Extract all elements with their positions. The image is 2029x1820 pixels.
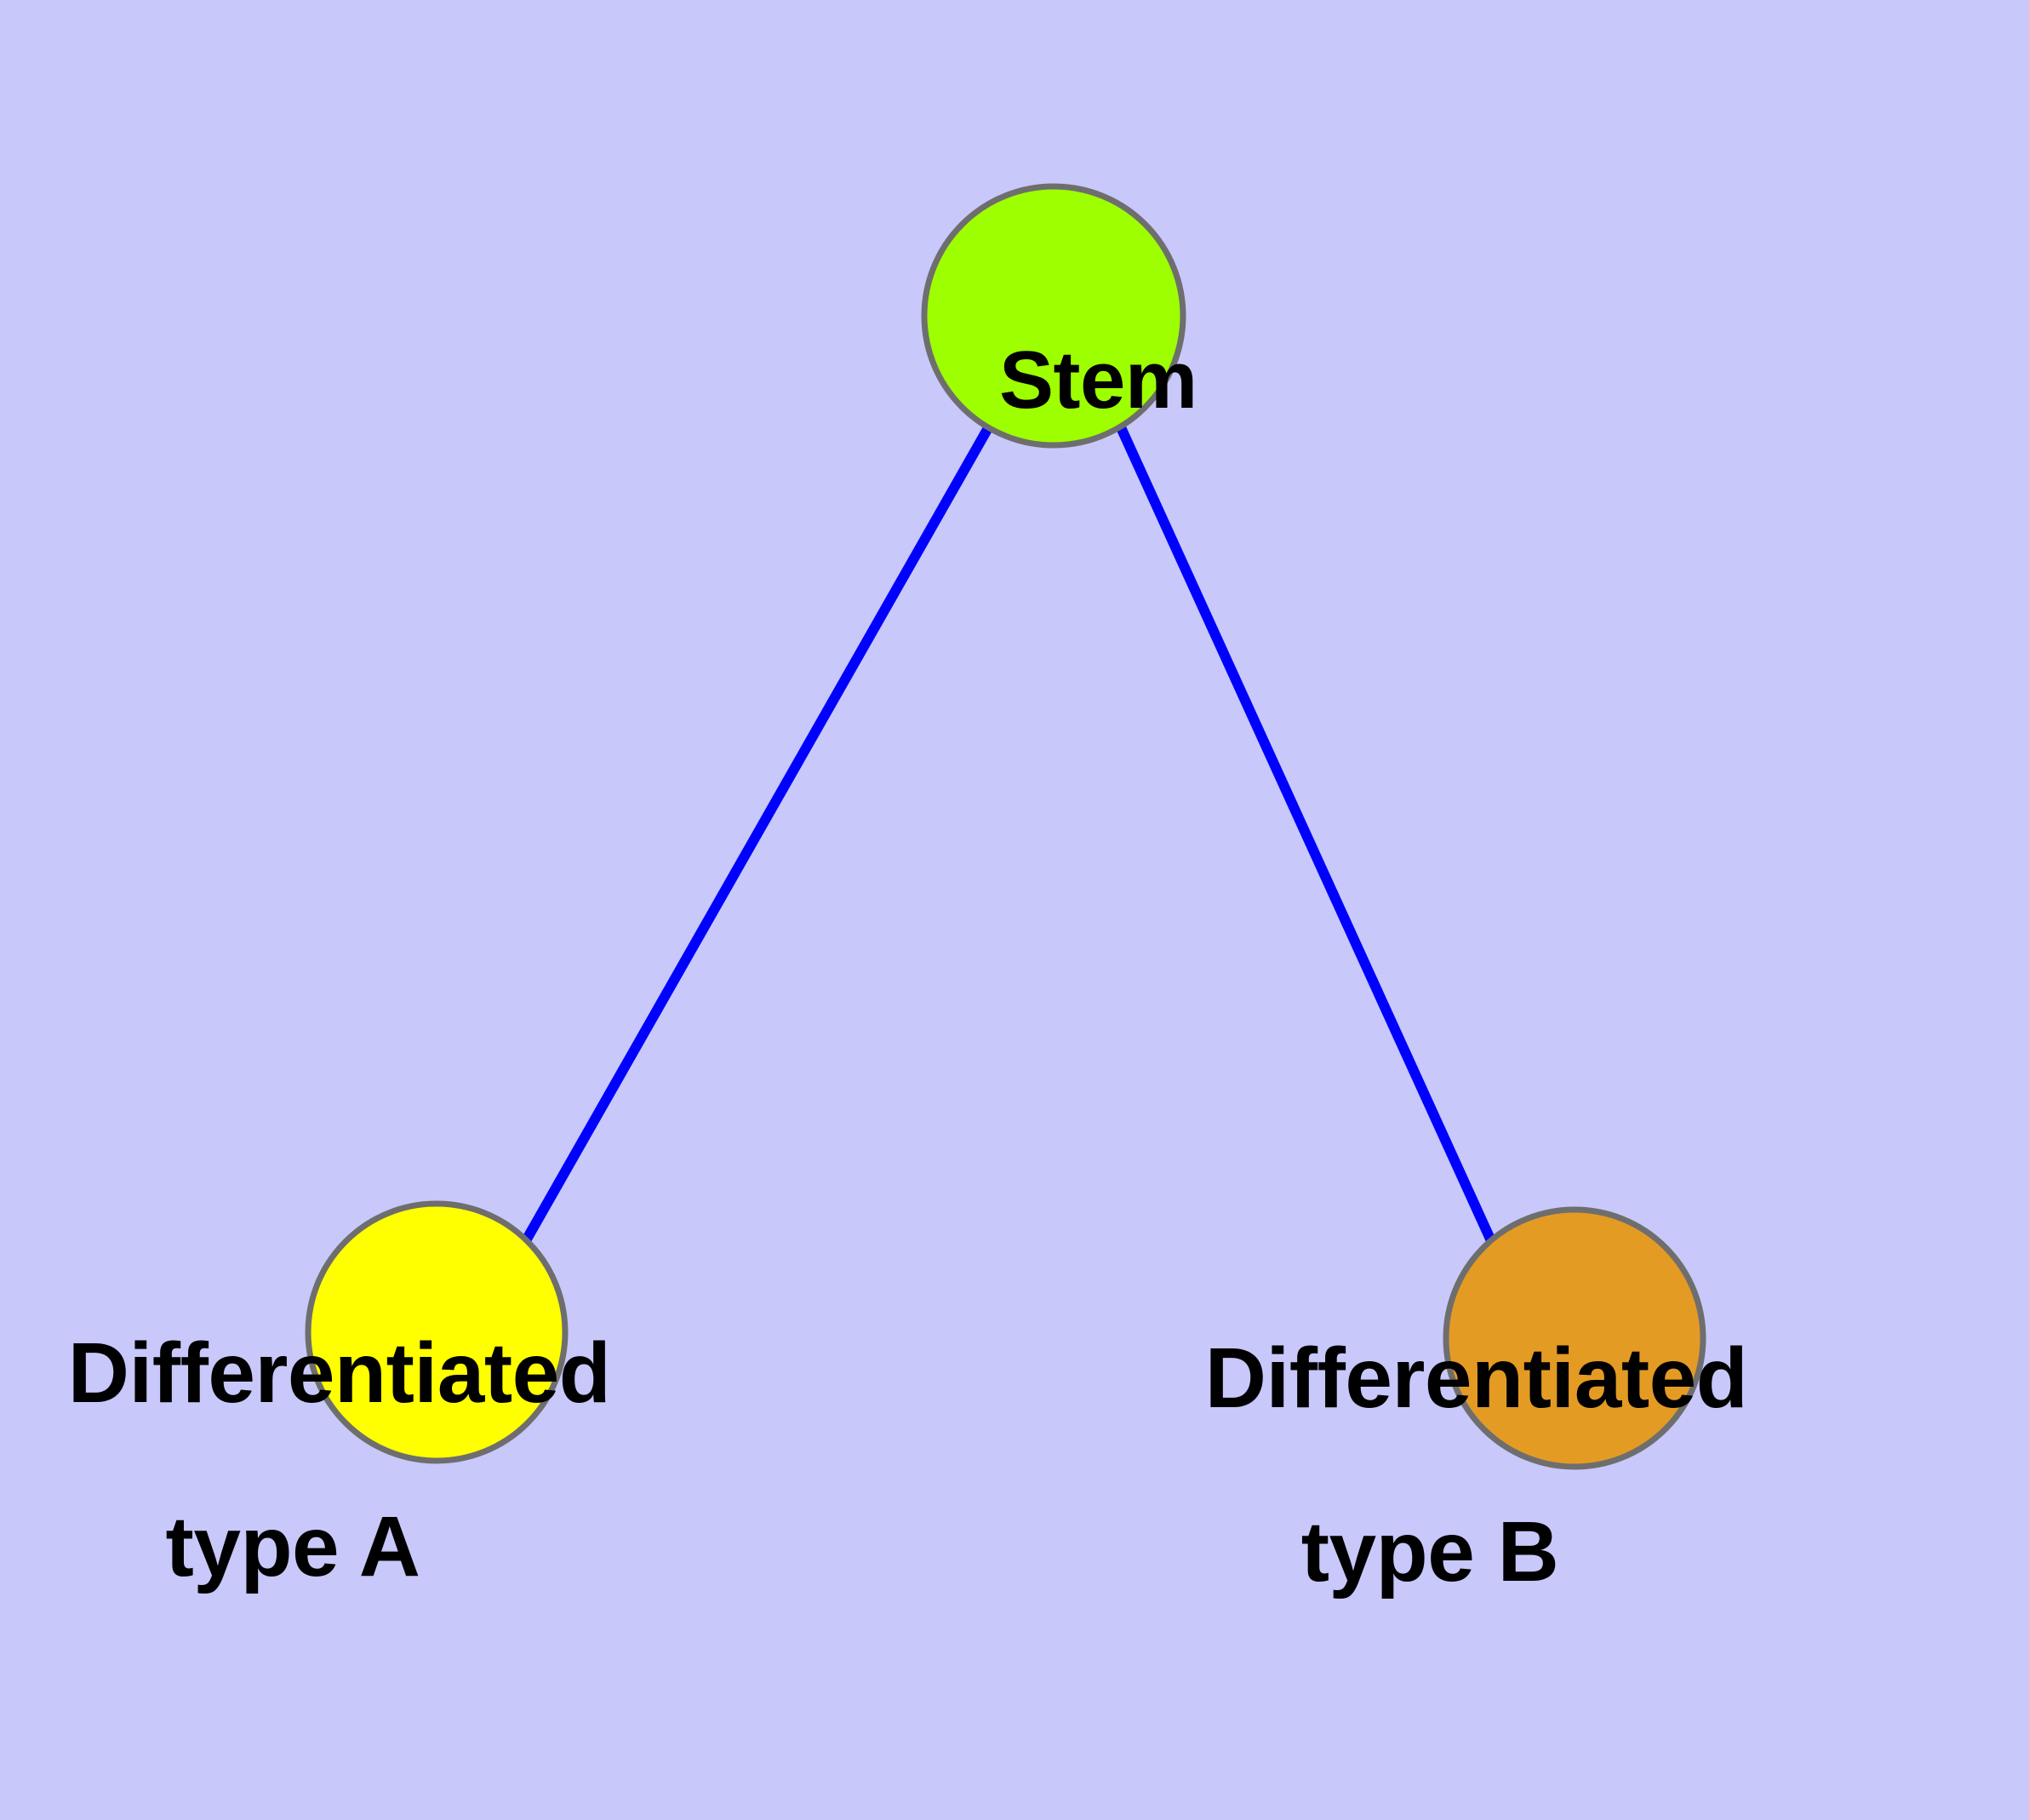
node-layer <box>305 183 1706 1470</box>
edge-stem-to-differentiated-b[interactable] <box>1115 423 1498 1247</box>
edge-stem-to-differentiated-a[interactable] <box>520 424 994 1245</box>
node-differentiated-type-b[interactable] <box>1443 1206 1706 1470</box>
node-differentiated-type-a[interactable] <box>305 1200 569 1464</box>
node-stem[interactable] <box>921 183 1186 449</box>
edge-layer <box>520 423 1498 1247</box>
